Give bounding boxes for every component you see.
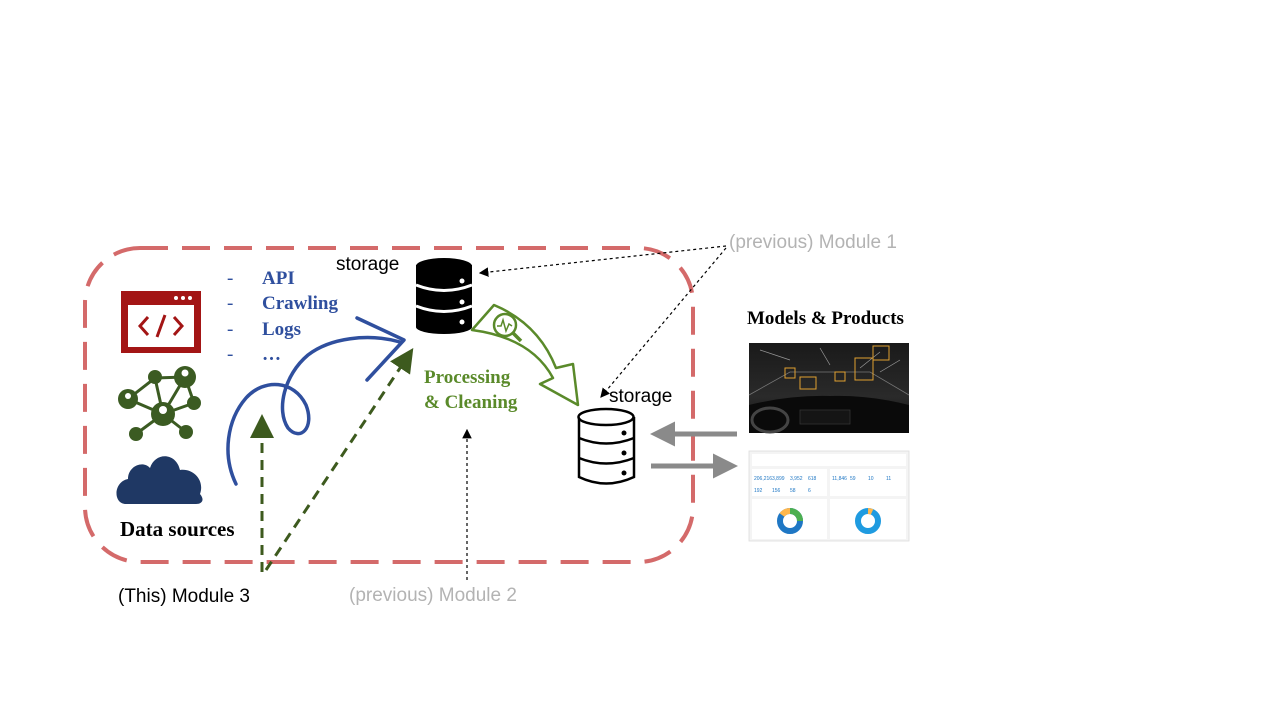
kpi-value: 59 (850, 476, 856, 482)
sources-flow-arrowhead (355, 316, 406, 382)
this-module-label: (This) Module 3 (118, 586, 250, 607)
module-boundary (83, 246, 695, 564)
kpi-value: 58 (790, 488, 796, 494)
driving-scene-thumbnail (748, 343, 910, 434)
processing-arrow (470, 303, 580, 407)
kpi-value: 156 (772, 488, 781, 494)
list-bullet: - (227, 293, 234, 314)
dashboard-thumbnail (748, 450, 910, 542)
code-window-icon (121, 291, 201, 353)
processing-line-1: Processing (424, 367, 511, 388)
kpi-value: 3,952 (790, 476, 803, 482)
prev-module-2-label: (previous) Module 2 (349, 585, 517, 606)
cloud-icon (116, 456, 203, 504)
kpi-value: 11,846 (832, 476, 847, 482)
database-filled-icon (415, 258, 473, 334)
list-item-logs: Logs (262, 319, 302, 340)
kpi-value: 192 (754, 488, 763, 494)
donut-chart-left (777, 508, 803, 534)
network-nodes (118, 366, 201, 441)
donut-chart-right (855, 508, 881, 534)
magnifier-pulse-icon (492, 312, 523, 343)
list-item-api: API (262, 268, 295, 289)
list-bullet: - (227, 344, 234, 365)
kpi-value: 6 (808, 488, 811, 494)
module1-arrow-right (600, 247, 727, 398)
storage-top-label: storage (336, 254, 400, 275)
module3-arrow-right (264, 348, 414, 571)
kpi-value: 618 (808, 476, 817, 482)
list-bullet: - (227, 319, 234, 340)
processing-line-2: & Cleaning (424, 392, 518, 413)
data-sources-label: Data sources (120, 517, 235, 541)
list-item-more: … (262, 344, 281, 365)
kpi-value: 10 (868, 476, 874, 482)
database-outline-icon (577, 407, 636, 485)
kpi-value: 206,216 (754, 476, 773, 482)
models-products-label: Models & Products (747, 308, 904, 329)
processing-label: Processing & Cleaning (424, 365, 517, 415)
sources-flow-arrow (226, 335, 402, 486)
storage-right-label: storage (609, 386, 673, 407)
database-outline-dots (621, 430, 627, 476)
network-person-heads (125, 369, 189, 414)
list-item-crawling: Crawling (262, 293, 338, 314)
list-bullet: - (227, 268, 234, 289)
prev-module-1-label: (previous) Module 1 (729, 232, 897, 253)
kpi-value: 11 (886, 476, 892, 482)
module1-arrow-top (478, 245, 727, 277)
kpi-value: 3,899 (772, 476, 785, 482)
